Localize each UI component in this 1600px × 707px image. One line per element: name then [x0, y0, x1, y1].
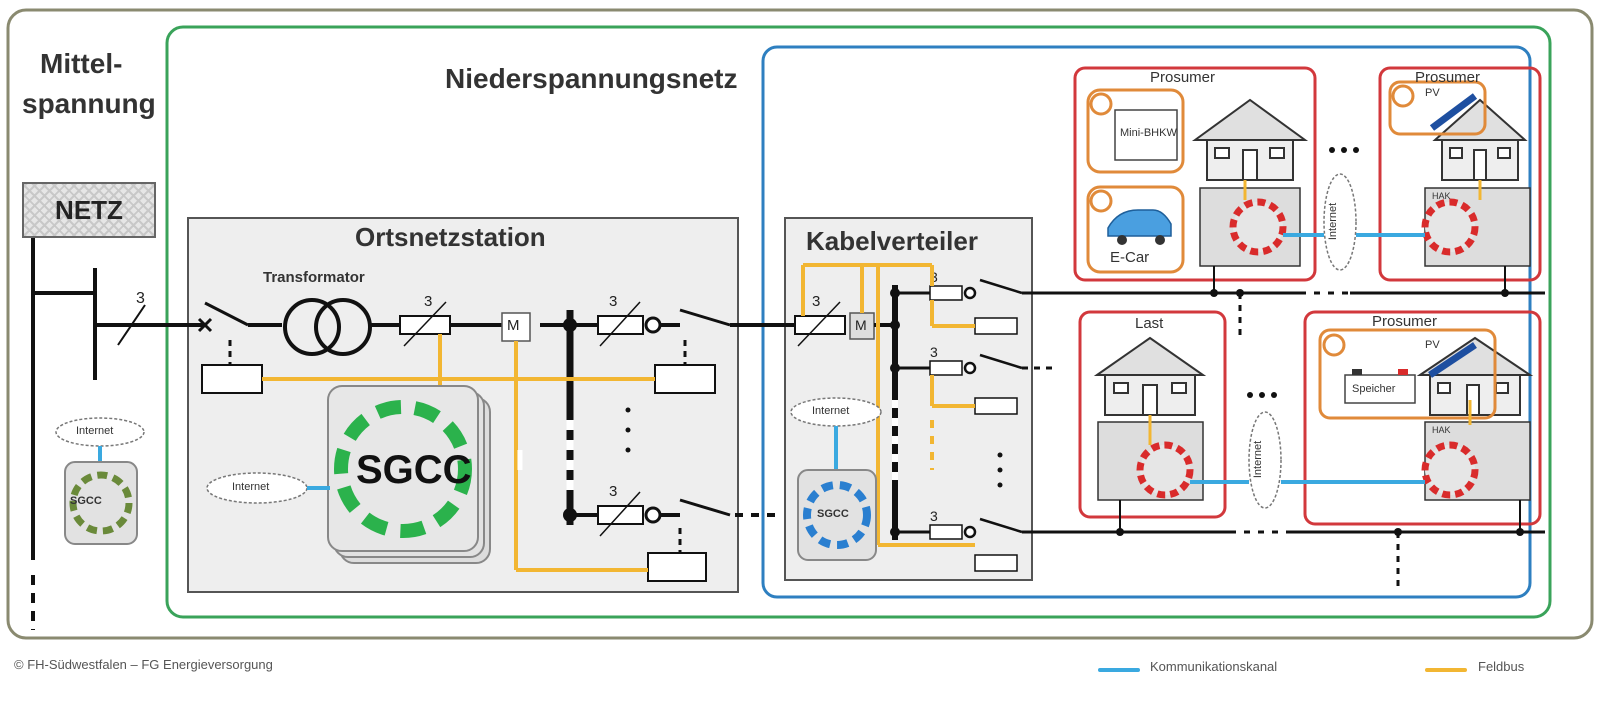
svg-text:3: 3: [930, 344, 938, 360]
mittelspannung-label-line1: Mittel-: [40, 48, 123, 79]
transformator-label: Transformator: [263, 269, 365, 286]
e-car-icon: [1107, 209, 1172, 237]
pv-speicher-device: [1318, 328, 1497, 420]
hak-label-3: HAK: [1432, 425, 1451, 435]
svg-text:3: 3: [609, 293, 617, 310]
sgcc-kvs-label: SGCC: [817, 508, 849, 520]
internet-label-kvs: Internet: [812, 405, 850, 417]
house-prosumer-1: [1191, 98, 1309, 181]
svg-text:3: 3: [609, 483, 617, 500]
svg-text:3: 3: [424, 293, 432, 310]
e-car-label: E-Car: [1110, 249, 1150, 266]
pv-panel-icon-2: [1429, 93, 1478, 131]
last-box: [1078, 310, 1227, 519]
netz-label: NETZ: [55, 194, 123, 225]
pv-label-2: PV: [1425, 87, 1440, 99]
hak-box-3: [1421, 421, 1531, 501]
internet-cloud-mv: [55, 417, 145, 447]
house-prosumer-2: [1432, 98, 1528, 181]
mittelspannung-bus: [31, 238, 97, 630]
house-last: [1093, 336, 1207, 416]
internet-cloud-bottom: [1248, 411, 1282, 509]
speicher-label: Speicher: [1352, 383, 1396, 395]
internet-label-station: Internet: [232, 481, 270, 493]
sgcc-mv-label: SGCC: [70, 495, 102, 507]
pv-device-2: [1388, 80, 1487, 136]
rtu-box-feeder-2: [647, 552, 707, 582]
rtu-box-switch: [201, 364, 263, 394]
internet-label-mv: Internet: [76, 425, 114, 437]
hak-box-1: [1199, 187, 1301, 267]
ortsnetzstation-label: Ortsnetzstation: [355, 222, 546, 252]
internet-label-bottom: Internet: [1252, 440, 1265, 479]
verteil-region: [761, 45, 1532, 599]
svg-text:3: 3: [930, 508, 938, 524]
prosumer-box-1: [1073, 66, 1317, 282]
outer-frame: [6, 8, 1594, 640]
e-car-device: [1086, 185, 1185, 274]
prosumer-box-3: [1303, 310, 1542, 526]
rtu-box-feeder-1: [654, 364, 716, 394]
pv-label-3: PV: [1425, 339, 1440, 351]
netz-block: NETZ: [22, 182, 156, 238]
mini-bhkw-device: [1086, 88, 1185, 174]
kabelverteiler-label: Kabelverteiler: [806, 226, 978, 256]
pv-panel-icon-3: [1428, 342, 1477, 378]
internet-label-top: Internet: [1327, 202, 1340, 241]
sgcc-station-ring: [334, 400, 472, 538]
legend-kommunikation-label: Kommunikationskanal: [1150, 659, 1278, 674]
mittelspannung-label-line2: spannung: [22, 88, 156, 119]
mini-bhkw-label: Mini-BHKW: [1120, 127, 1177, 139]
svg-text:3: 3: [812, 293, 820, 310]
last-label: Last: [1135, 315, 1164, 332]
sgcc-station-label: SGCC: [356, 448, 472, 492]
meter-label-kvs: M: [855, 317, 867, 333]
hak-label-2: HAK: [1432, 191, 1451, 201]
prosumer-label-1: Prosumer: [1150, 69, 1216, 86]
legend-kommunikation-swatch: [1098, 668, 1140, 672]
prosumer-label-3: Prosumer: [1372, 313, 1438, 330]
legend-feldbus-swatch: [1425, 668, 1467, 672]
mv-phase-label: 3: [136, 290, 145, 307]
footer-copyright: © FH-Südwestfalen – FG Energieversorgung: [14, 657, 273, 672]
internet-cloud-top: [1323, 173, 1357, 271]
legend-feldbus-label: Feldbus: [1478, 659, 1525, 674]
internet-cloud-kvs: [790, 397, 882, 427]
speicher-icon: [1344, 374, 1416, 404]
hak-box-2: [1421, 187, 1531, 267]
meter-label-station: M: [507, 317, 520, 334]
prosumer-label-2: Prosumer: [1415, 69, 1481, 86]
transformer-coil-1: [283, 298, 341, 356]
niederspannung-region: [165, 25, 1552, 619]
prosumer-box-2: [1378, 66, 1542, 282]
niederspannungsnetz-label: Niederspannungsnetz: [445, 63, 738, 94]
